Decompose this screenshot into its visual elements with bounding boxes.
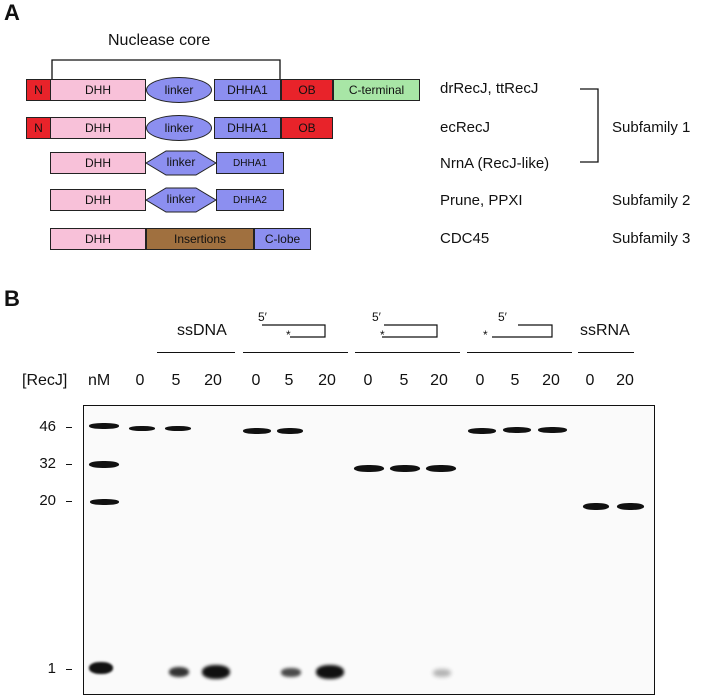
gel-band	[89, 423, 119, 429]
group-underline	[157, 352, 235, 353]
conc-label: 5	[399, 372, 409, 389]
conc-label: 20	[616, 372, 634, 389]
group-underline	[578, 352, 634, 353]
size-marker-32: 32	[39, 455, 56, 472]
domain-insertions: Insertions	[146, 228, 254, 250]
gel-band	[468, 428, 496, 434]
gel-band	[89, 662, 113, 674]
gel-band	[617, 503, 644, 510]
group-underline	[467, 352, 572, 353]
gel-band	[503, 427, 531, 433]
protein-name: drRecJ, ttRecJ	[440, 80, 539, 97]
size-marker-1: 1	[47, 660, 56, 677]
subfamily-3-label: Subfamily 3	[612, 230, 691, 247]
unit-label: nM	[88, 372, 111, 389]
group-label-ssdna: ssDNA	[177, 322, 227, 339]
panel-b-letter: B	[4, 286, 20, 311]
conc-label: 5	[510, 372, 520, 389]
domain-n: N	[26, 117, 51, 139]
conc-label: 5	[171, 372, 181, 389]
domain-ob: OB	[281, 79, 333, 101]
gel-band	[316, 665, 344, 679]
protein-name: NrnA (RecJ-like)	[440, 155, 550, 172]
gel-band	[89, 461, 119, 468]
domain-dhh: DHH	[50, 79, 146, 101]
conc-label: 20	[430, 372, 448, 389]
gel-band	[169, 667, 189, 677]
gel-band	[90, 499, 119, 505]
label-star: *	[380, 328, 385, 342]
size-marker-46: 46	[39, 418, 56, 435]
domain-dhha1: DHHA1	[214, 79, 281, 101]
domain-linker: linker	[146, 115, 212, 141]
five-prime-mark: 5′	[372, 310, 381, 324]
conc-label: 0	[135, 372, 145, 389]
group-underline	[355, 352, 460, 353]
gel-band	[281, 668, 301, 677]
gel-band	[129, 426, 155, 431]
label-star: *	[483, 328, 488, 342]
label-star: *	[286, 328, 291, 342]
size-marker-20: 20	[39, 492, 56, 509]
domain-dhh: DHH	[50, 117, 146, 139]
gel-band	[390, 465, 420, 472]
size-tick	[66, 501, 72, 502]
conc-label: 0	[475, 372, 485, 389]
protein-name: ecRecJ	[440, 119, 491, 136]
recj-row-label: [RecJ]	[22, 372, 68, 389]
domain-linker: linker	[166, 155, 196, 169]
gel-band	[165, 426, 191, 431]
gel-band	[202, 665, 230, 679]
nuclease-core-bracket	[51, 59, 281, 80]
domain-ob: OB	[281, 117, 333, 139]
conc-label: 20	[542, 372, 560, 389]
protein-name: CDC45	[440, 230, 490, 247]
size-tick	[66, 669, 72, 670]
five-prime-mark: 5′	[258, 310, 267, 324]
group-underline	[243, 352, 348, 353]
size-tick	[66, 464, 72, 465]
nuclease-core-label: Nuclease core	[108, 32, 211, 49]
gel-band	[433, 669, 451, 677]
conc-label: 0	[585, 372, 595, 389]
protein-name: Prune, PPXI	[440, 192, 523, 209]
conc-label: 20	[318, 372, 336, 389]
domain-linker: linker	[166, 192, 196, 206]
domain-dhha1: DHHA1	[216, 152, 284, 174]
group-label-ssrna: ssRNA	[580, 322, 630, 339]
gel-band	[583, 503, 609, 510]
gel-band	[538, 427, 567, 433]
domain-linker: linker	[146, 77, 212, 103]
domain-dhha1: DHHA1	[214, 117, 281, 139]
gel-band	[243, 428, 271, 434]
subfamily-1-label: Subfamily 1	[612, 119, 691, 136]
size-tick	[66, 427, 72, 428]
panel-a-letter: A	[4, 0, 20, 25]
five-prime-mark: 5′	[498, 310, 507, 324]
gel-band	[354, 465, 384, 472]
domain-dhha2: DHHA2	[216, 189, 284, 211]
conc-label: 20	[204, 372, 222, 389]
conc-label: 5	[284, 372, 294, 389]
conc-label: 0	[363, 372, 373, 389]
domain-c-lobe: C-lobe	[254, 228, 311, 250]
substrate-schematics	[262, 324, 553, 338]
subfamily-2-label: Subfamily 2	[612, 192, 691, 209]
domain-dhh: DHH	[50, 228, 146, 250]
domain-dhh: DHH	[50, 189, 146, 211]
gel-band	[426, 465, 456, 472]
domain-c-terminal: C-terminal	[333, 79, 420, 101]
subfamily-1-bracket	[580, 88, 599, 163]
conc-label: 0	[251, 372, 261, 389]
gel-band	[277, 428, 303, 434]
gel-image	[83, 405, 655, 695]
